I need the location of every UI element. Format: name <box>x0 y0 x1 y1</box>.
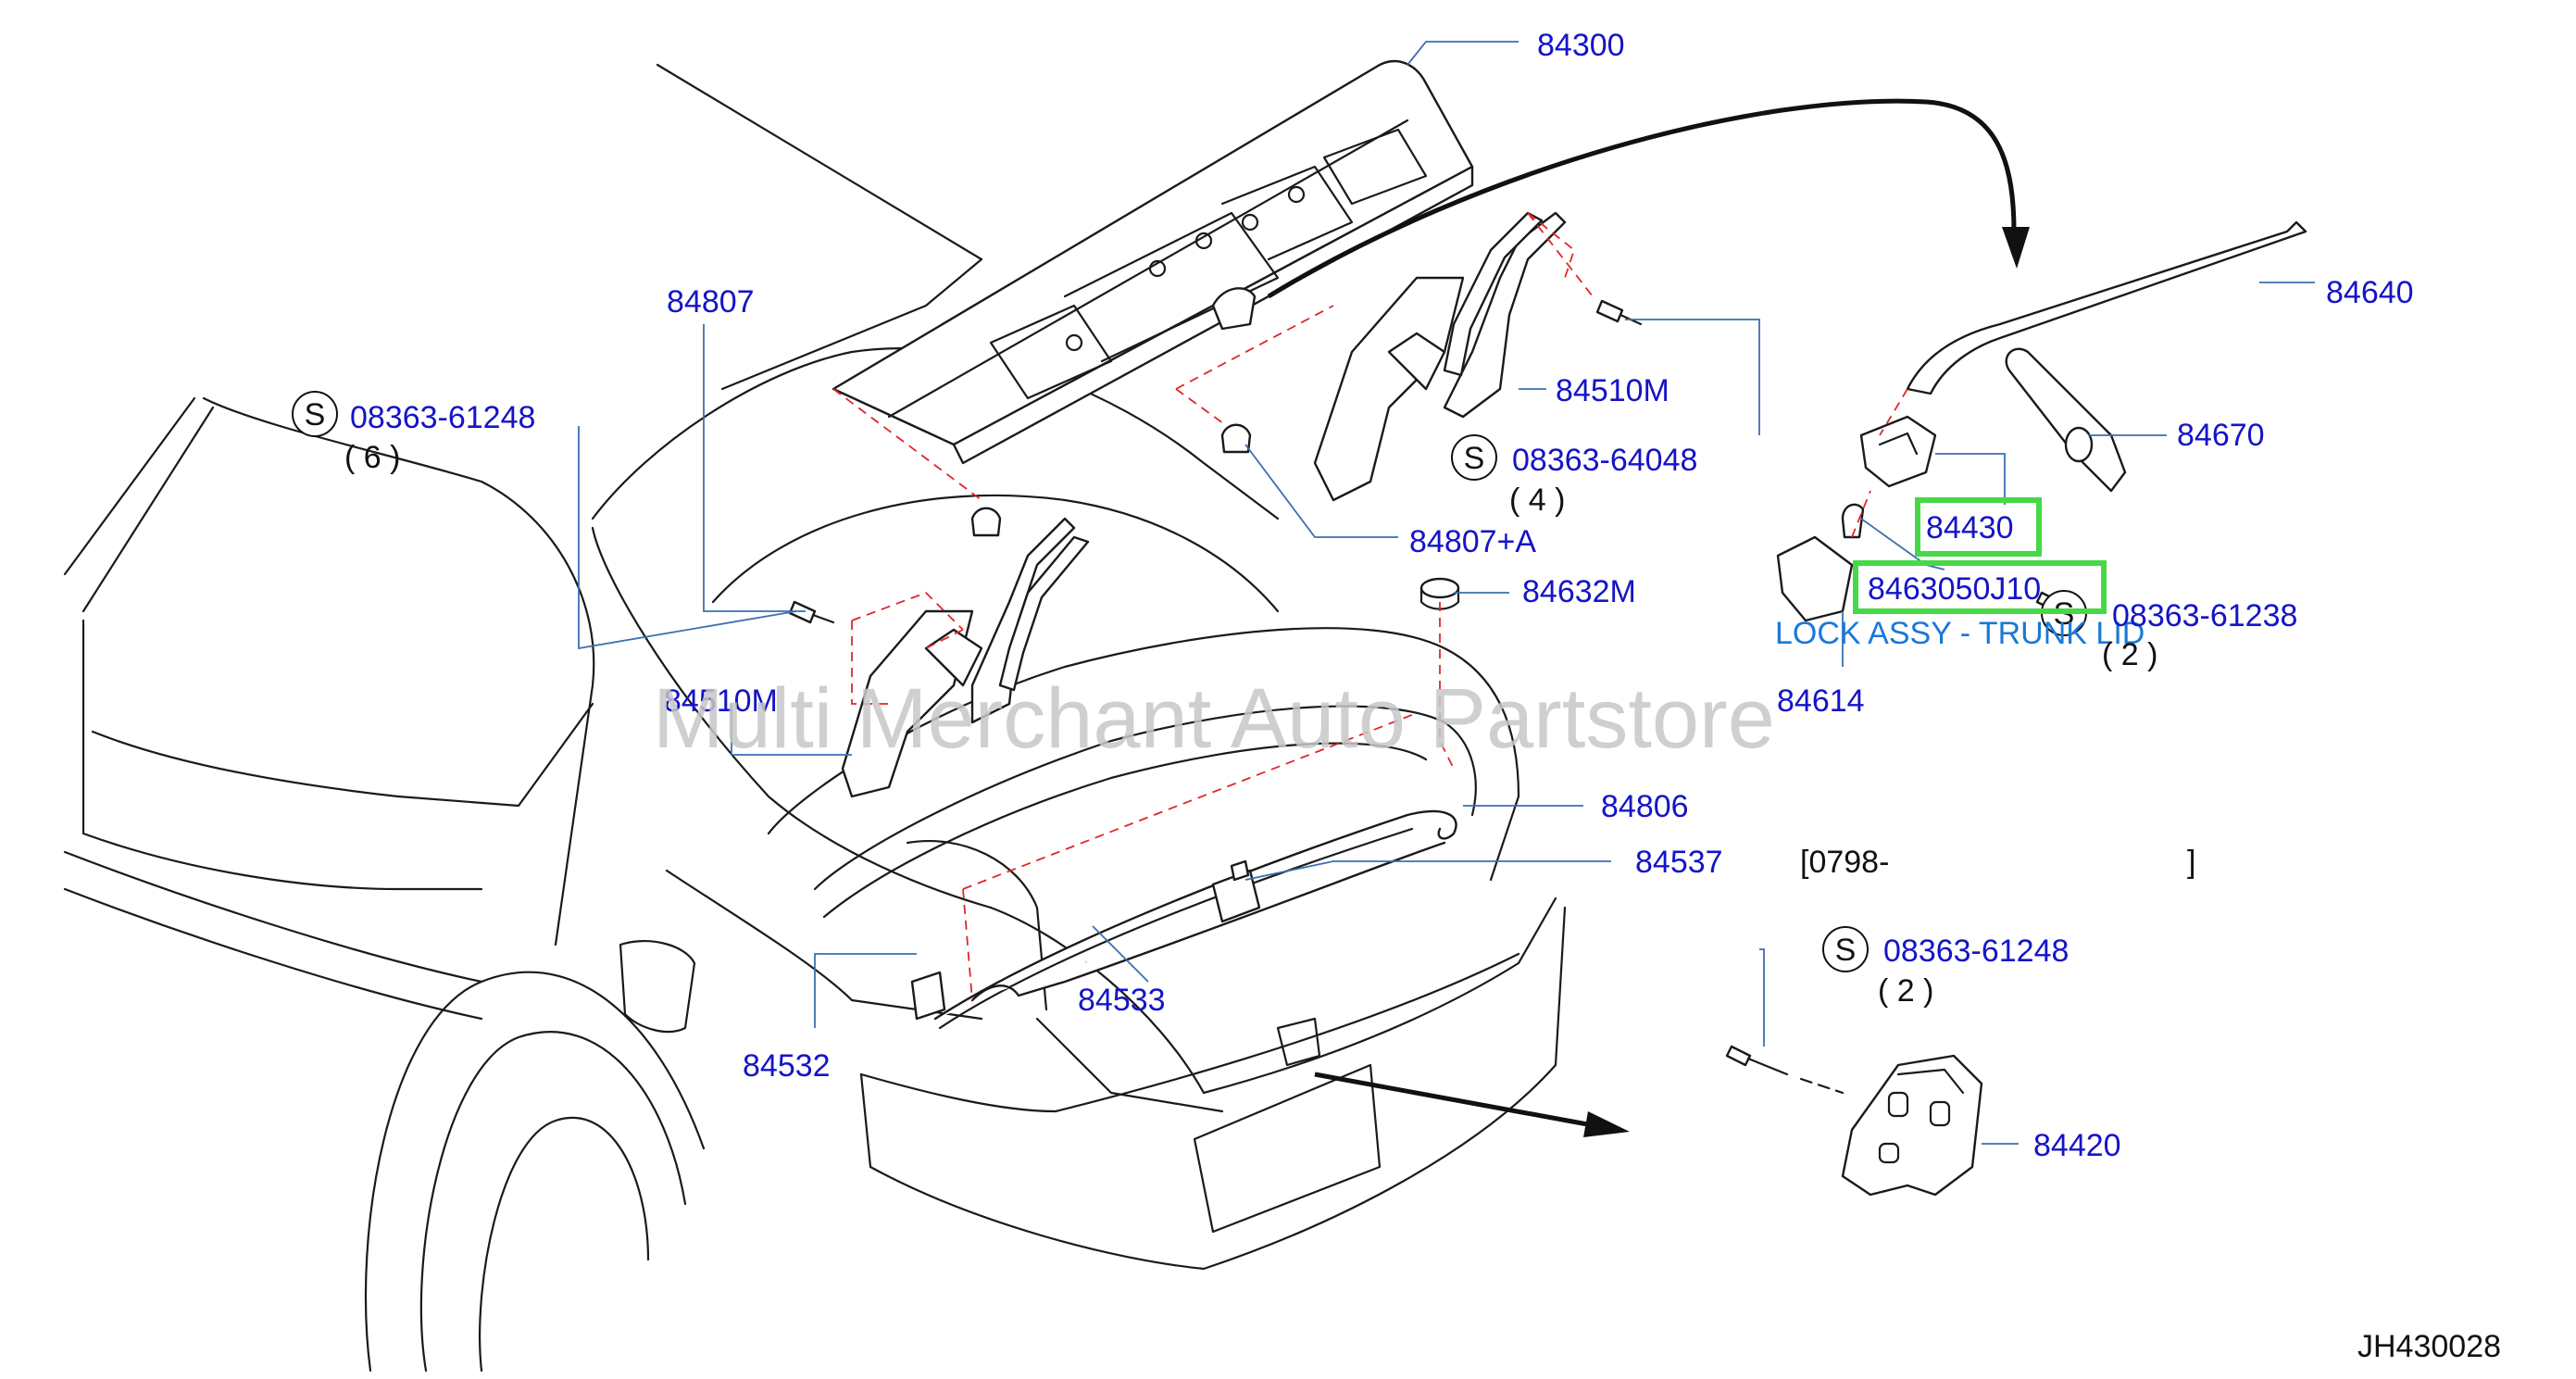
watermark-text: Multi Merchant Auto Partstore <box>653 671 1775 766</box>
label-screw-qty-4: ( 4 ) <box>1509 483 1565 518</box>
car-body-illustration <box>63 63 1567 1373</box>
part-labels: 84300 84640 84807 84510M 84670 08363-612… <box>344 28 2414 1163</box>
label-screw-qty-6: ( 6 ) <box>344 440 400 475</box>
fasteners <box>788 299 1643 1021</box>
label-screw-08363-61248-top[interactable]: 08363-61248 <box>350 400 535 435</box>
label-screw-08363-61248-bottom[interactable]: 08363-61248 <box>1883 934 2069 969</box>
label-screw-qty-2-bottom: ( 2 ) <box>1878 973 1933 1009</box>
label-84806[interactable]: 84806 <box>1601 789 1689 824</box>
date-range-end: ] <box>2187 845 2195 880</box>
screw-symbol-text: S <box>1835 933 1857 968</box>
label-84420[interactable]: 84420 <box>2033 1128 2121 1163</box>
assembly-guide-lines <box>832 212 1908 1001</box>
label-84510m-left[interactable]: 84510M <box>664 683 778 719</box>
label-84537[interactable]: 84537 <box>1635 845 1723 880</box>
lock-assy-caption: LOCK ASSY - TRUNK LID <box>1775 616 2145 651</box>
label-screw-08363-61238[interactable]: 08363-61238 <box>2112 598 2297 633</box>
diagram-code: JH430028 <box>2357 1329 2501 1364</box>
hinge-84510m-right <box>1313 211 1567 502</box>
label-screw-08363-64048[interactable]: 08363-64048 <box>1512 443 1697 478</box>
screw-symbol-text: S <box>1464 441 1485 476</box>
label-84533[interactable]: 84533 <box>1078 983 1166 1018</box>
label-84532[interactable]: 84532 <box>743 1048 831 1084</box>
label-84640[interactable]: 84640 <box>2326 275 2414 310</box>
label-84300[interactable]: 84300 <box>1537 28 1625 63</box>
label-84670[interactable]: 84670 <box>2177 418 2265 453</box>
highlight-box-84430 <box>1915 497 2042 557</box>
screw-symbol-text: S <box>305 397 326 433</box>
label-84632m[interactable]: 84632M <box>1522 574 1636 609</box>
label-screw-qty-2: ( 2 ) <box>2102 637 2157 672</box>
highlight-box-8463050j10 <box>1853 560 2107 614</box>
hinge-84510m-left <box>841 517 1076 798</box>
label-8463050j10[interactable]: 8463050J10 <box>1868 571 2041 607</box>
label-84510m-right[interactable]: 84510M <box>1556 373 1669 408</box>
trunk-lid-84300 <box>832 59 1474 465</box>
label-84807[interactable]: 84807 <box>667 284 755 320</box>
label-84430[interactable]: 84430 <box>1926 510 2014 545</box>
striker-84420 <box>1725 1045 1983 1197</box>
reference-arrows <box>1267 98 2030 1137</box>
label-84614[interactable]: 84614 <box>1777 683 1865 719</box>
date-range-start: [0798- <box>1800 845 1889 880</box>
label-84807a[interactable]: 84807+A <box>1409 524 1536 559</box>
leader-lines <box>578 41 2315 1145</box>
